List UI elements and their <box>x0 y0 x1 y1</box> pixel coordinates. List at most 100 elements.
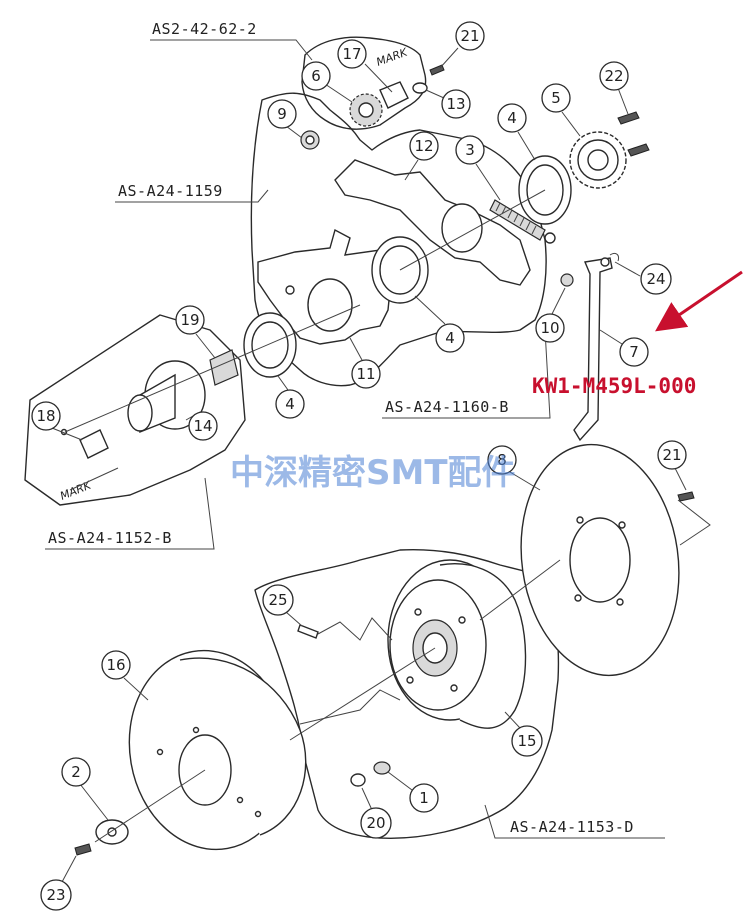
pin-1 <box>373 761 391 775</box>
drum-15-hole-b <box>458 616 466 624</box>
assembly-label-as-a24-1153-d: AS-A24-1153-D <box>484 804 665 839</box>
pin-25-leader <box>317 617 393 641</box>
balloon-23: 23 <box>40 855 77 911</box>
screw-22-b <box>627 143 650 157</box>
svg-text:11: 11 <box>356 365 375 383</box>
drum-15-hole-c <box>406 676 414 684</box>
collar-17 <box>379 81 409 109</box>
svg-text:8: 8 <box>497 451 507 469</box>
disk-8-hole-c <box>574 594 582 602</box>
disk-8-hole-a <box>576 516 584 524</box>
axis-line-lower-b <box>299 689 401 725</box>
axis-line-upper <box>64 189 546 433</box>
drum-15-hole-a <box>414 608 422 616</box>
watermark: 中深精密SMT配件 <box>230 453 516 493</box>
mark-label-upper: MARK <box>375 45 410 68</box>
disk-8-bore <box>569 517 631 603</box>
assembly-label-as-a24-1160-b: AS-A24-1160-B <box>382 329 551 419</box>
balloon-12: 12 <box>404 131 439 181</box>
sprocket-5-hub <box>587 149 609 171</box>
balloon-20: 20 <box>360 787 392 839</box>
balloon-4-mid: 4 <box>414 295 465 353</box>
balloon-3: 3 <box>455 135 501 201</box>
svg-text:22: 22 <box>604 67 623 85</box>
disk-16-hole-b <box>192 726 200 734</box>
disk-16-hole-a <box>156 748 164 756</box>
assembly-outline-as2-42-62-2 <box>301 36 427 130</box>
ering-24 <box>609 252 619 262</box>
balloon-13: 13 <box>425 89 471 119</box>
balloon-14: 14 <box>185 411 218 441</box>
balloon-15: 15 <box>504 711 543 757</box>
svg-text:21: 21 <box>662 446 681 464</box>
washer-13 <box>412 82 428 94</box>
svg-text:1: 1 <box>419 789 429 807</box>
disk-8-hole-b <box>618 521 626 529</box>
svg-text:10: 10 <box>540 319 559 337</box>
svg-text:19: 19 <box>180 311 199 329</box>
svg-text:2: 2 <box>71 763 81 781</box>
pin-25 <box>297 624 319 639</box>
stopper-10 <box>560 273 574 287</box>
svg-text:15: 15 <box>517 732 536 750</box>
svg-text:21: 21 <box>460 27 479 45</box>
balloon-4-top: 4 <box>497 103 536 161</box>
svg-text:AS-A24-1153-D: AS-A24-1153-D <box>510 818 634 836</box>
svg-text:AS-A24-1160-B: AS-A24-1160-B <box>385 398 509 416</box>
callout-arrow <box>655 270 743 332</box>
svg-text:4: 4 <box>507 109 517 127</box>
balloon-2: 2 <box>61 757 109 821</box>
bushing-19 <box>209 349 239 386</box>
screw-21-lower <box>677 491 695 502</box>
axis-line-lower <box>94 559 561 843</box>
svg-text:6: 6 <box>311 67 321 85</box>
svg-text:14: 14 <box>193 417 212 435</box>
assembly-outline-1153-d <box>254 548 560 839</box>
balloon-16: 16 <box>101 650 149 701</box>
assembly-label-as-a24-1159: AS-A24-1159 <box>115 182 269 203</box>
balloon-24: 24 <box>614 261 672 295</box>
bracket-12-hole <box>441 203 483 253</box>
balloon-6: 6 <box>301 61 353 103</box>
disk-16-hole-c <box>236 796 244 804</box>
lever-7 <box>573 257 613 442</box>
balloon-7: 7 <box>599 329 649 367</box>
spring-3 <box>489 199 556 244</box>
bracket-12 <box>334 159 531 286</box>
disk-16-side <box>179 657 307 836</box>
balloon-22: 22 <box>599 61 629 115</box>
svg-text:23: 23 <box>46 886 65 904</box>
svg-text:13: 13 <box>446 95 465 113</box>
flange-14-bore <box>127 394 153 432</box>
svg-text:3: 3 <box>465 141 475 159</box>
balloon-1: 1 <box>387 771 439 813</box>
balloon-18: 18 <box>31 401 83 441</box>
balloon-4-low: 4 <box>275 375 305 419</box>
gear-6-hub <box>358 102 374 118</box>
balloon-19: 19 <box>175 305 216 359</box>
svg-text:20: 20 <box>366 814 385 832</box>
svg-text:AS-A24-1159: AS-A24-1159 <box>118 182 223 200</box>
assembly-label-as2-42-62-2: AS2-42-62-2 <box>150 20 313 61</box>
balloon-17: 17 <box>337 39 393 93</box>
svg-text:24: 24 <box>646 270 665 288</box>
screw-21-leader <box>677 499 711 546</box>
washer-4-low-inner <box>251 321 289 369</box>
svg-text:5: 5 <box>551 89 561 107</box>
svg-text:17: 17 <box>342 45 361 63</box>
callout-part-number: KW1-M459L-000 <box>532 374 696 398</box>
screw-23 <box>74 843 92 856</box>
pin-20 <box>350 773 366 787</box>
svg-text:12: 12 <box>414 137 433 155</box>
drum-15-hole-d <box>450 684 458 692</box>
disk-8-hole-d <box>616 598 624 606</box>
svg-text:7: 7 <box>629 343 639 361</box>
svg-text:9: 9 <box>277 105 287 123</box>
balloon-5: 5 <box>541 83 581 137</box>
svg-text:4: 4 <box>285 395 295 413</box>
balloon-11: 11 <box>349 337 381 389</box>
svg-text:25: 25 <box>268 591 287 609</box>
balloon-21-top: 21 <box>439 21 485 69</box>
svg-text:16: 16 <box>106 656 125 674</box>
